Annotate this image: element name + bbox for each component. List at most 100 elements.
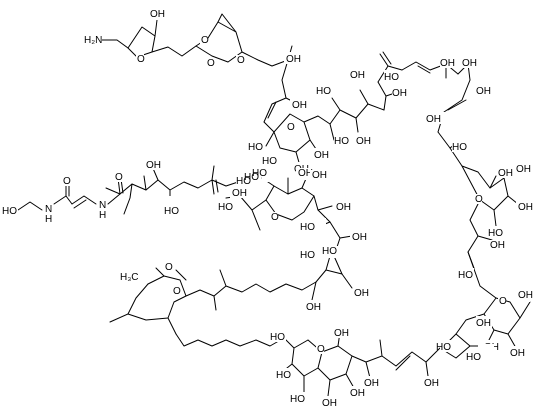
- label-oxygen: O: [63, 176, 71, 187]
- label-ho: HO: [218, 202, 233, 213]
- bond-bic-lower-2: [155, 267, 187, 281]
- label-ho: HO: [276, 370, 291, 381]
- label-oh: OH: [424, 378, 439, 389]
- bond-left-chain: [157, 179, 239, 191]
- bond-central-oh-4: [317, 205, 333, 211]
- bond-chain-oh-p: [325, 255, 331, 271]
- label-ho: HO: [322, 246, 337, 257]
- bond-lm-oh-3: [345, 373, 355, 389]
- label-oxygen: O: [115, 172, 123, 183]
- bond-cis-alkene-2b: [417, 65, 431, 74]
- bond-thf1-oh: [154, 19, 158, 37]
- label-oxygen: O: [165, 262, 173, 273]
- bond-pyr-right-oh-4: [493, 209, 497, 227]
- bond-pyr1-chain: [303, 103, 385, 125]
- label-hydrogen: H: [45, 214, 52, 225]
- bond-left-methyl-2: [143, 175, 147, 191]
- label-ho: HO: [436, 342, 451, 353]
- bond-lr-oh-2: [507, 333, 517, 349]
- label-ho: HO: [334, 136, 349, 147]
- bond-chain-oh-m: [425, 361, 429, 377]
- label-oh: OH: [364, 378, 379, 389]
- bond-lr-chain: [455, 313, 485, 347]
- bond-chain-up: [377, 81, 387, 111]
- label-ho: HO: [290, 394, 305, 405]
- label-oh: OH: [518, 202, 533, 213]
- bond-bic-lower-methyl: [109, 313, 129, 323]
- bond-trans-alkene: [437, 79, 471, 133]
- bond-trans-alkene-lower: [395, 355, 411, 371]
- label-oh: OH: [232, 188, 247, 199]
- label-oh: OH: [490, 240, 505, 251]
- bicyclic-ring-lower: [147, 275, 187, 335]
- bond-chain-oh-q: [341, 273, 353, 289]
- bond-lr-oh-1: [519, 301, 531, 319]
- label-oh: OH: [322, 398, 337, 409]
- bond-cis-alkene-1b: [267, 101, 277, 119]
- bond-bicyclic-bridge: [217, 13, 237, 33]
- label-ho: HO: [164, 206, 179, 217]
- label-oxygen: O: [499, 296, 507, 307]
- label-ho: HO: [384, 72, 399, 83]
- label-nitrogen: N: [45, 204, 52, 215]
- bond-chain-down: [281, 59, 289, 99]
- label-oh: OH: [462, 58, 477, 69]
- bond-pyr-right-oh-1: [489, 175, 497, 189]
- bond-chain-oh-b: [355, 117, 359, 133]
- bond-chain-right-down: [467, 251, 497, 299]
- bond-lower-chain: [351, 345, 471, 367]
- bond-chain-oh-a: [331, 97, 341, 111]
- label-oxygen: O: [271, 212, 279, 223]
- label-nitrogen: N: [99, 200, 106, 211]
- label-ho: HO: [244, 172, 259, 183]
- bond-lm-oh-2: [327, 379, 331, 397]
- label-oh: OH: [352, 232, 367, 243]
- label-ho: HO: [488, 228, 503, 239]
- bond-amide-n-1: [107, 193, 121, 205]
- bond-left-methyl-1: [211, 165, 215, 181]
- label-ho: HO: [452, 142, 467, 153]
- bond-methyl-1: [329, 123, 335, 141]
- bond-chain-oh-n: [365, 361, 371, 379]
- label-oh: OH: [292, 100, 307, 111]
- label-ho: HO: [2, 206, 17, 217]
- bicyclic-ring-top: [195, 21, 243, 63]
- label-oh: OH: [476, 86, 491, 97]
- label-nh2: H₂N: [84, 35, 102, 46]
- pyran-ring-right: [461, 165, 509, 211]
- label-oh: OH: [350, 388, 365, 399]
- label-oxygen: O: [173, 286, 181, 297]
- bond-enamide: [71, 195, 97, 209]
- bond-methylene-exo: [379, 51, 392, 67]
- bond-hydroxyethyl: [17, 201, 43, 211]
- label-oh: OH: [440, 58, 455, 69]
- bond-middle-chain: [225, 281, 317, 293]
- bond-pyr-right-chain: [467, 199, 481, 253]
- bond-aminomethyl: [99, 39, 129, 49]
- thf-ring-1: [127, 26, 156, 58]
- bond-thf1-chain: [151, 45, 197, 57]
- label-oxygen: O: [475, 194, 483, 205]
- bond-chain-oh-i: [477, 235, 493, 241]
- label-oxygen: O: [287, 122, 295, 133]
- label-oh: OH: [286, 54, 301, 65]
- bond-chain-oh-c: [359, 89, 369, 105]
- bond-bic-lower-bridge: [127, 283, 169, 321]
- bond-trans-alkene-b: [447, 99, 467, 111]
- bond-long-bridge-left: [251, 209, 261, 231]
- label-oh: OH: [516, 164, 531, 175]
- bond-left-alkene: [211, 179, 219, 195]
- label-oh: OH: [334, 328, 349, 339]
- bond-methyl-3: [213, 295, 217, 311]
- label-oh: OH: [356, 136, 371, 147]
- pyran-ring-1: [263, 113, 311, 153]
- bond-long-chain-bottom: [175, 333, 285, 347]
- label-ho: HO: [248, 142, 263, 153]
- label-ho: HO: [262, 156, 277, 167]
- label-oh: OH: [510, 348, 525, 359]
- label-h3c: H₃C: [120, 272, 139, 283]
- label-ho: HO: [300, 222, 315, 233]
